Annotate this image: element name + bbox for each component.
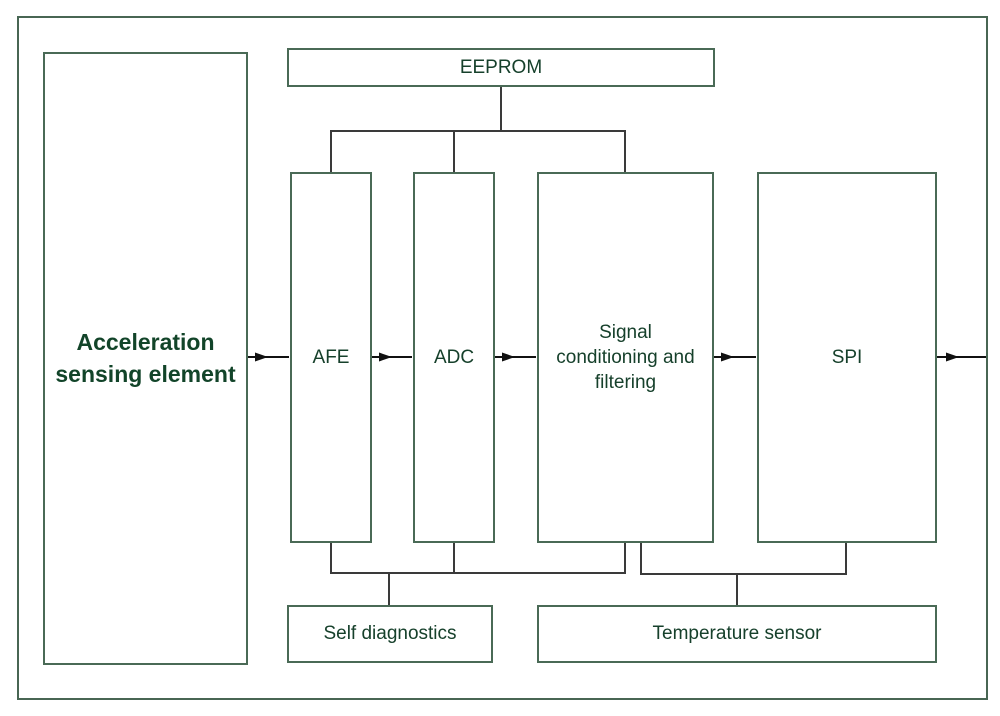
acceleration-sensing-element-label: Acceleration sensing element [55, 329, 236, 387]
arrow-accel-to-afe [248, 352, 289, 362]
self-diagnostics-box: Self diagnostics [287, 605, 493, 663]
eeprom-bus-line [330, 87, 626, 172]
adc-label: ADC [433, 346, 475, 368]
signal-conditioning-filtering-box: Signal conditioning and filtering [537, 172, 714, 543]
eeprom-label: EEPROM [459, 56, 543, 78]
acceleration-sensing-element-box: Acceleration sensing element [43, 52, 248, 665]
temperature-sensor-bus-line [640, 543, 847, 605]
diagram-outer-border [17, 16, 988, 700]
spi-box: SPI [757, 172, 937, 543]
temperature-sensor-box: Temperature sensor [537, 605, 937, 663]
signal-conditioning-filtering-label: Signal conditioning and filtering [556, 321, 695, 394]
eeprom-box: EEPROM [287, 48, 715, 87]
arrow-spi-to-output [936, 352, 986, 362]
arrow-afe-to-adc [371, 352, 412, 362]
flow-arrows [248, 352, 986, 362]
afe-label: AFE [312, 346, 350, 368]
temperature-sensor-label: Temperature sensor [652, 623, 822, 645]
arrow-adc-to-signal [494, 352, 536, 362]
self-diagnostics-label: Self diagnostics [323, 623, 457, 645]
spi-label: SPI [831, 346, 863, 368]
adc-box: ADC [413, 172, 495, 543]
self-diagnostics-bus-line [330, 543, 626, 605]
afe-box: AFE [290, 172, 372, 543]
arrow-signal-to-spi [713, 352, 756, 362]
